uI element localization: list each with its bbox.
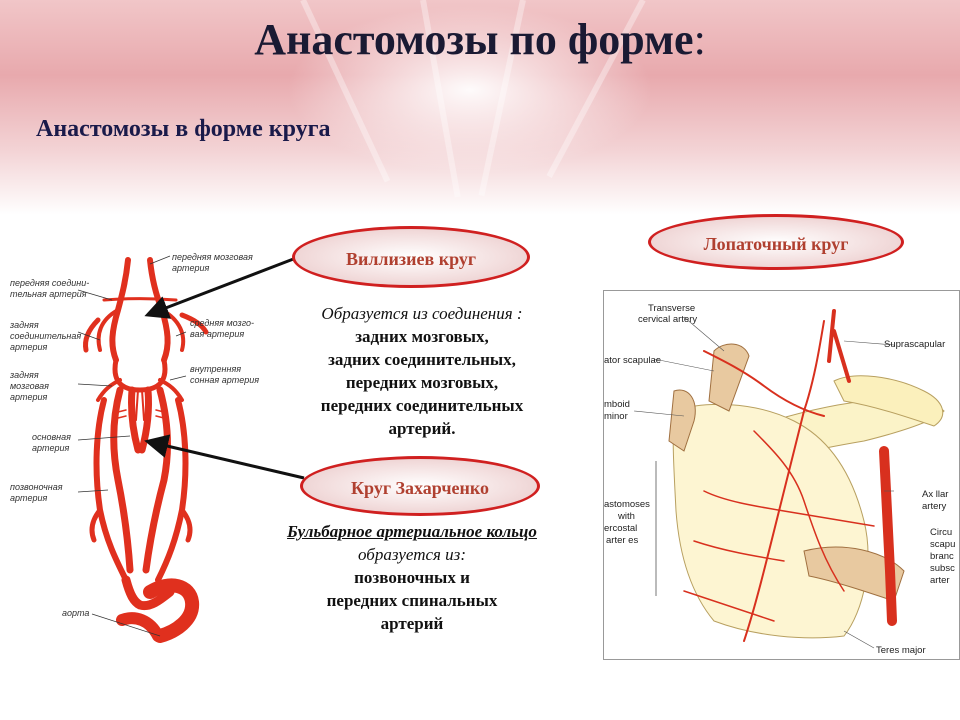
label-suprascapular: Suprascapular [884, 339, 945, 350]
willis-line: передних соединительных [320, 396, 524, 415]
zakharchenko-intro: образуется из: [358, 545, 466, 564]
label-aorta: аорта [62, 608, 89, 618]
label-posterior-communicating-1: задняя [9, 320, 39, 330]
label-posterior-communicating-3: артерия [10, 342, 48, 352]
label-levator: ator scapulae [604, 355, 661, 366]
zakharchenko-line: позвоночных и [354, 568, 470, 587]
oval-scapular-circle: Лопаточный круг [648, 214, 904, 270]
label-anastomoses-1: astomoses [604, 499, 650, 510]
label-posterior-cerebral-3: артерия [10, 392, 48, 402]
willis-intro: Образуется из соединения : [321, 304, 523, 323]
label-transverse-1: Transverse [648, 303, 695, 314]
label-rhomboid-1: mboid [604, 399, 630, 410]
label-vertebral-2: артерия [10, 493, 48, 503]
label-anterior-communicating-artery-2: тельная артерия [10, 289, 87, 299]
section-subtitle: Анастомозы в форме круга [36, 116, 331, 142]
label-basilar-2: артерия [32, 443, 70, 453]
willis-line: задних мозговых, [355, 327, 489, 346]
label-circumflex-4: subsc [930, 563, 955, 574]
label-circumflex-1: Circu [930, 527, 952, 538]
label-anastomoses-2: with [617, 511, 635, 522]
label-basilar-1: основная [32, 432, 71, 442]
label-anterior-cerebral-1: передняя мозговая [172, 252, 253, 262]
oval-zakharchenko-label: Круг Захарченко [351, 478, 489, 498]
label-anterior-communicating-artery-1: передняя соедини- [10, 278, 89, 288]
label-anastomoses-4: arter es [606, 535, 638, 546]
label-internal-carotid-1: внутренняя [190, 364, 241, 374]
willis-description: Образуется из соединения : задних мозгов… [282, 302, 562, 440]
label-posterior-cerebral-2: мозговая [10, 381, 49, 391]
label-middle-cerebral-2: вая артерия [190, 329, 244, 339]
label-teres-major: Teres major [876, 645, 926, 656]
label-axillary-1: Ax llar [922, 489, 948, 500]
zakharchenko-line: передних спинальных [326, 591, 498, 610]
label-internal-carotid-2: сонная артерия [190, 375, 259, 385]
willis-line: задних соединительных, [328, 350, 516, 369]
zakharchenko-term: Бульбарное артериальное кольцо [287, 522, 537, 541]
oval-willis-circle: Виллизиев круг [292, 226, 530, 288]
label-circumflex-5: arter [930, 575, 950, 586]
label-rhomboid-2: minor [604, 411, 628, 422]
page-title: Анастомозы по форме: [254, 15, 706, 64]
label-posterior-communicating-2: соединительная [10, 331, 81, 341]
label-posterior-cerebral-1: задняя [9, 370, 39, 380]
label-anastomoses-3: ercostal [604, 523, 637, 534]
oval-scapular-label: Лопаточный круг [703, 234, 849, 254]
label-circumflex-3: branc [930, 551, 954, 562]
oval-zakharchenko-circle: Круг Захарченко [300, 456, 540, 516]
label-anterior-cerebral-2: артерия [172, 263, 210, 273]
zakharchenko-line: артерий [380, 614, 444, 633]
header-background [0, 0, 960, 215]
willis-line: артерий. [388, 419, 456, 438]
zakharchenko-description: Бульбарное артериальное кольцо образуетс… [272, 520, 552, 635]
label-vertebral-1: позвоночная [10, 482, 63, 492]
label-circumflex-2: scapu [930, 539, 955, 550]
scapula-drawing: Transverse cervical artery ator scapulae… [604, 303, 955, 656]
label-axillary-2: artery [922, 501, 947, 512]
scapular-anastomoses-figure: Transverse cervical artery ator scapulae… [603, 290, 960, 660]
brain-arteries-figure: передняя соедини- тельная артерия задняя… [9, 252, 259, 643]
label-transverse-2: cervical artery [638, 314, 697, 325]
willis-line: передних мозговых, [345, 373, 499, 392]
label-middle-cerebral-1: средняя мозго- [190, 318, 254, 328]
oval-willis-label: Виллизиев круг [345, 249, 477, 269]
